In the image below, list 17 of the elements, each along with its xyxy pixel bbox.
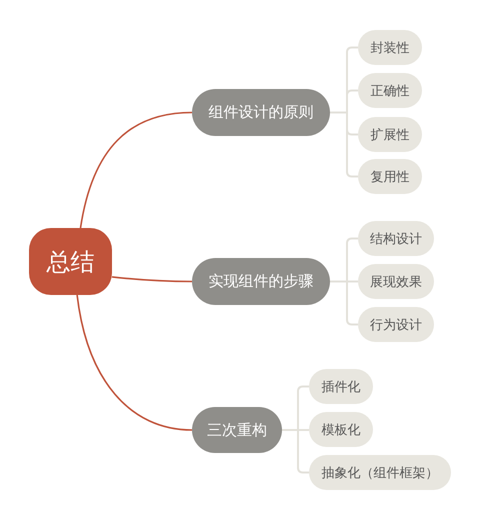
subtopic-pill: 插件化 bbox=[309, 369, 373, 404]
branch-pill: 组件设计的原则 bbox=[192, 89, 330, 136]
subtopic-pill: 展现效果 bbox=[358, 264, 434, 299]
subtopic-pill: 封装性 bbox=[358, 30, 422, 65]
subtopic-pill: 结构设计 bbox=[358, 221, 434, 256]
subtopic-pill: 正确性 bbox=[358, 73, 422, 108]
subtopic-pill: 模板化 bbox=[309, 412, 373, 447]
subtopic-pill: 复用性 bbox=[358, 159, 422, 194]
subtopic-pill: 扩展性 bbox=[358, 117, 422, 152]
connector-curve bbox=[112, 276, 192, 282]
topic-box: 总结 bbox=[29, 228, 112, 295]
connector-curve bbox=[76, 294, 192, 431]
connector-curve bbox=[80, 112, 192, 228]
subtopic-pill: 抽象化（组件框架） bbox=[309, 455, 451, 490]
branch-pill: 三次重构 bbox=[192, 407, 282, 453]
branch-pill: 实现组件的步骤 bbox=[192, 258, 330, 305]
subtopic-pill: 行为设计 bbox=[358, 307, 434, 342]
